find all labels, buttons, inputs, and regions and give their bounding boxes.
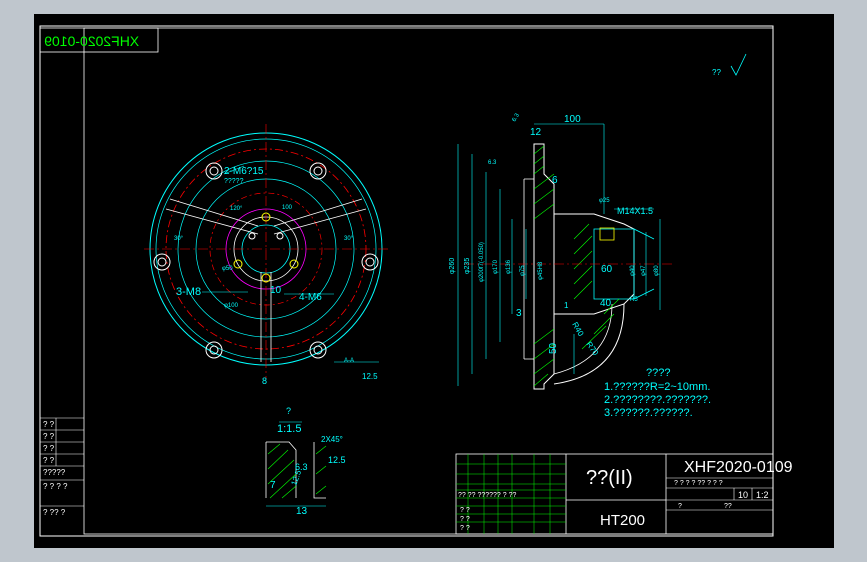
title-qty: 10 [738,490,748,500]
title-bottom-mid: ?? [724,503,732,510]
left-row-3: ? ? [43,444,55,453]
left-row-2: ? ? [43,432,55,441]
detail-view [265,421,327,507]
dim-phi235: φ235 [464,258,471,274]
detail-chamfer: 2X45° [321,435,343,444]
notes-line-1: 1.??????R=2~10mm. [604,381,710,393]
left-row-1: ? ? [43,420,55,429]
title-scale: 1:2 [756,490,769,500]
label-4-m6: 4-M6 [299,292,322,303]
label-120: 120° [230,206,243,212]
code-mirrored-text: XHF2020-0109 [44,33,139,49]
dim-phi75: φ75 [520,265,526,276]
dim-phi260: φ260 [449,258,456,274]
title-part-name: ??(II) [586,467,633,489]
dim-100: 100 [564,114,581,125]
dim-phi170: φ170 [493,259,499,274]
title-block [455,453,774,535]
detail-dim-13: 13 [296,506,308,517]
inner-frame [83,27,774,535]
dim-r70: R70 [584,340,600,358]
label-12-5: 12.5 [362,372,378,381]
dim-phi200: φ200f7(-0.050) [479,242,485,282]
roughness-label: ?? [712,68,721,77]
label-phi50: φ50 [222,266,233,272]
dim-phi45: φ45H8 [538,261,544,280]
label-section: A-A [344,358,354,364]
title-block-r4: ? ? [460,525,470,532]
left-row-6: ? ? ? ? [43,482,68,491]
title-material: HT200 [600,512,645,529]
left-row-7: ? ?? ? [43,508,66,517]
detail-scale: 1:1.5 [277,423,301,435]
dim-m14: M14X1.5 [617,206,653,216]
detail-dim-7: 7 [270,480,276,491]
dim-1: 1 [564,301,569,310]
dim-r5: R5 [630,297,638,303]
left-revision-table [40,417,84,507]
notes-line-3: 3.??????.??????. [604,407,693,419]
notes-line-2: 2.????????.???????. [604,394,711,406]
label-100: 100 [282,205,293,211]
dim-phi47: φ47 [641,265,647,276]
title-bottom-left: ? [678,503,682,510]
dim-phi25: φ25 [599,198,610,204]
dim-phi40: φ40 [630,265,636,276]
left-row-4: ? ? [43,456,55,465]
label-m6-sub: ????? [224,178,244,185]
dim-r40: R40 [570,321,585,339]
title-block-r2: ? ? [460,507,470,514]
dim-6-3: 6.3 [512,112,522,123]
front-view [144,124,389,379]
section-view [457,123,674,390]
dim-40: 40 [600,298,612,309]
label-8: 8 [262,376,267,386]
roughness-check-icon [730,53,747,76]
outer-frame [39,25,774,537]
dim-6-3b: 6.3 [488,160,497,166]
dim-60: 60 [601,264,613,275]
left-row-5: ????? [43,468,66,477]
dim-12: 12 [530,127,542,138]
label-3-m8: 3-M8 [176,286,201,298]
detail-r6-3: 6.3 [295,462,308,472]
title-block-r1: ?? ?? ?????? ? ?? [458,492,516,499]
label-30b: 30° [344,236,354,242]
code-box-mirrored [39,27,159,53]
dim-3: 3 [516,308,522,319]
notes-heading: ???? [646,367,670,379]
title-block-r3: ? ? [460,516,470,523]
detail-label: ? [286,406,291,416]
label-30a: 30° [174,236,184,242]
dim-6: 6 [552,175,558,186]
title-drawing-code: XHF2020-0109 [684,459,793,476]
label-10: 10 [270,285,282,296]
label-m6: 2-M6?15 [224,166,264,177]
dim-phi80: φ80 [654,265,660,276]
dim-phi136: φ136 [506,259,512,274]
detail-r12-5: 12.5 [328,455,346,465]
title-small-row: ? ? ? ? ?? ? ? ? [674,480,723,487]
drawing-svg: XHF2020-0109 ?? [39,25,793,537]
dim-50: 50 [548,342,559,354]
label-phi100: φ100 [224,303,239,309]
cad-drawing-canvas[interactable]: XHF2020-0109 ?? [34,14,834,548]
